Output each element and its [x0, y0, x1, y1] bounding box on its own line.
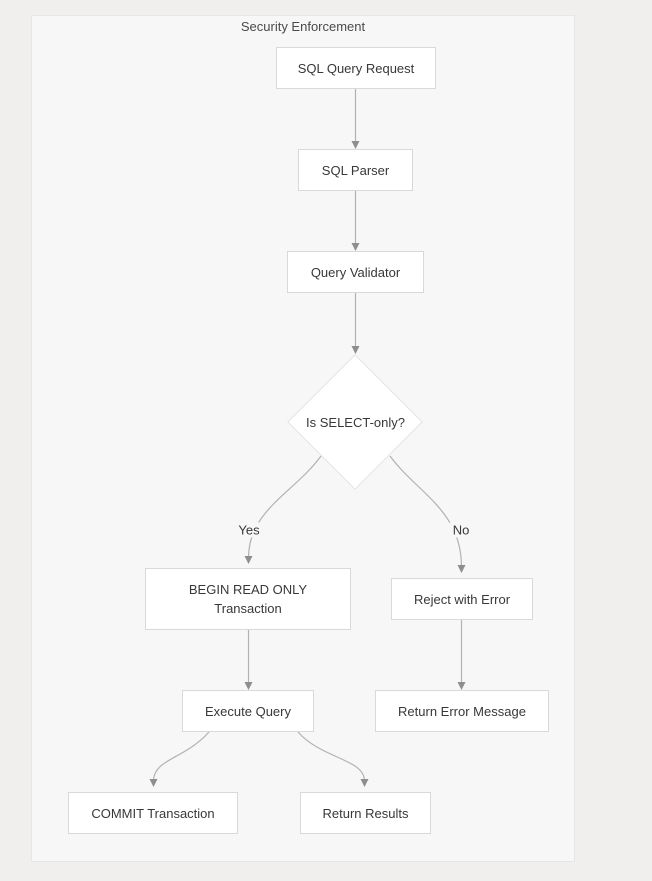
node-return-error-message: Return Error Message: [375, 690, 549, 732]
decision-label: Is SELECT-only?: [306, 415, 405, 430]
edge-label-no: No: [449, 522, 473, 538]
flowchart-edges: [149, 89, 466, 787]
node-sql-parser: SQL Parser: [298, 149, 413, 191]
node-reject-with-error: Reject with Error: [391, 578, 533, 620]
node-begin-read-only-transaction: BEGIN READ ONLY Transaction: [145, 568, 351, 630]
node-return-results: Return Results: [300, 792, 431, 834]
edge-decision-yes: [244, 455, 322, 564]
node-sql-query-request: SQL Query Request: [276, 47, 436, 89]
edge-label-yes: Yes: [235, 522, 263, 538]
node-is-select-only: Is SELECT-only?: [287, 354, 424, 491]
edge-execute-to-commit: [149, 731, 210, 787]
edge-decision-no: [389, 455, 466, 573]
diagram-title: Security Enforcement: [240, 19, 366, 34]
node-execute-query: Execute Query: [182, 690, 314, 732]
flowchart-canvas: Security Enforcement SQL Query Request S…: [31, 15, 575, 862]
node-commit-transaction: COMMIT Transaction: [68, 792, 238, 834]
node-query-validator: Query Validator: [287, 251, 424, 293]
edge-execute-to-results: [297, 731, 369, 787]
